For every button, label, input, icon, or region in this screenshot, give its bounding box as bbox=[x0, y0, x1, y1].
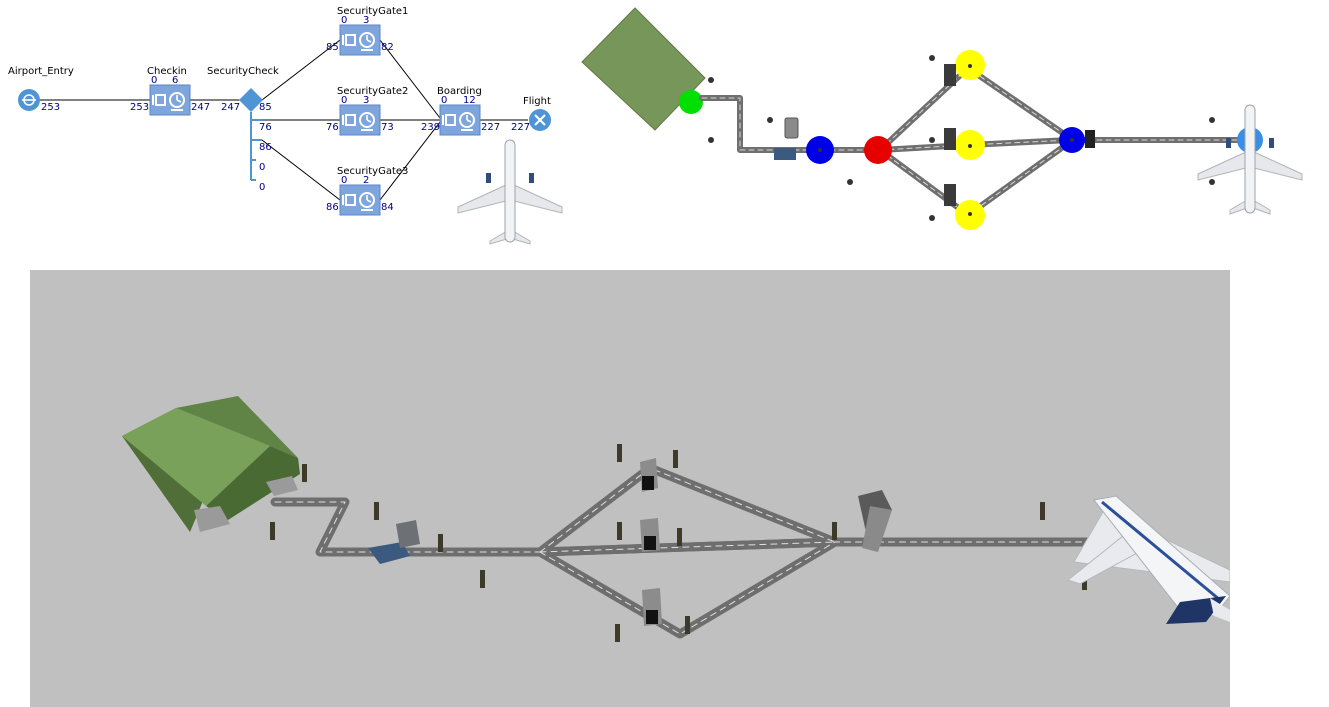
security-check-label: SecurityCheck bbox=[207, 66, 279, 77]
checkin-busy-count: 6 bbox=[172, 75, 178, 86]
security-gate3-queue-count: 0 bbox=[341, 175, 347, 186]
security-gate2-queue-count: 0 bbox=[341, 95, 347, 106]
scanner-3 bbox=[944, 184, 956, 206]
checkin-in-count: 253 bbox=[130, 102, 149, 113]
boarding-queue-count: 0 bbox=[441, 95, 447, 106]
scanner-3d bbox=[640, 458, 662, 626]
airplane-icon bbox=[1197, 104, 1303, 215]
checkin-block[interactable]: Checkin 0 6 253 247 bbox=[130, 66, 210, 116]
walkway-3d bbox=[270, 463, 1115, 639]
flight-block[interactable]: Flight 227 bbox=[511, 96, 551, 133]
service-clock-icon bbox=[339, 184, 381, 216]
security-gate1-label: SecurityGate1 bbox=[337, 6, 408, 17]
select-out-count-3: 86 bbox=[259, 142, 272, 153]
boarding-in-count: 239 bbox=[421, 122, 440, 133]
person-icon bbox=[708, 55, 1215, 221]
boarding-out-count: 227 bbox=[481, 122, 500, 133]
select-out-count-1: 85 bbox=[259, 102, 272, 113]
terminal-building bbox=[581, 7, 706, 131]
security-gate1-out-count: 82 bbox=[381, 42, 394, 53]
select-output-rail bbox=[250, 112, 262, 181]
scanner-2 bbox=[944, 128, 956, 150]
checkin-desk bbox=[774, 148, 796, 160]
security-check-in-count: 247 bbox=[221, 102, 240, 113]
security-gate1-busy-count: 3 bbox=[363, 15, 369, 26]
source-icon bbox=[18, 89, 40, 111]
security-gate3-label: SecurityGate3 bbox=[337, 166, 408, 177]
service-clock-icon bbox=[149, 84, 191, 116]
boarding-gate bbox=[1085, 130, 1095, 148]
security-gate1-block[interactable]: SecurityGate1 0 3 85 82 bbox=[326, 6, 408, 56]
flow-connectors bbox=[40, 39, 528, 201]
security-gate3-block[interactable]: SecurityGate3 0 2 86 84 bbox=[326, 166, 408, 216]
security-gate1-queue-count: 0 bbox=[341, 15, 347, 26]
boarding-block[interactable]: Boarding 0 12 239 227 bbox=[421, 86, 500, 136]
boarding-label: Boarding bbox=[437, 86, 482, 97]
security-check-node bbox=[864, 136, 892, 164]
scanner-1 bbox=[944, 64, 956, 86]
boarding-busy-count: 12 bbox=[463, 95, 476, 106]
process-flowchart: Airport_Entry 253 Checkin 0 6 253 247 Se… bbox=[8, 6, 563, 245]
entry-node bbox=[679, 90, 703, 114]
flight-label: Flight bbox=[523, 96, 551, 107]
service-clock-icon bbox=[439, 104, 481, 136]
service-clock-icon bbox=[339, 104, 381, 136]
airport-entry-out-count: 253 bbox=[41, 102, 60, 113]
sink-x-icon bbox=[529, 109, 551, 131]
checkin-kiosk bbox=[784, 117, 799, 139]
security-gate2-in-count: 76 bbox=[326, 122, 339, 133]
security-gate2-label: SecurityGate2 bbox=[337, 86, 408, 97]
select-out-count-5: 0 bbox=[259, 182, 265, 193]
boarding-gate-3d bbox=[858, 490, 892, 552]
checkin-queue-count: 0 bbox=[151, 75, 157, 86]
checkin-label: Checkin bbox=[147, 66, 187, 77]
terminal-building-3d bbox=[122, 396, 300, 532]
security-gate3-busy-count: 2 bbox=[363, 175, 369, 186]
security-gate1-in-count: 85 bbox=[326, 42, 339, 53]
person-icon bbox=[270, 444, 1087, 642]
select-out-count-2: 76 bbox=[259, 122, 272, 133]
airplane-icon bbox=[457, 139, 563, 245]
select-output-diamond-icon bbox=[239, 88, 263, 112]
security-check-block[interactable]: SecurityCheck 247 85 76 86 0 0 bbox=[207, 66, 279, 193]
checkin-desk-3d bbox=[368, 542, 410, 564]
airport-entry-label: Airport_Entry bbox=[8, 66, 74, 77]
flight-in-count: 227 bbox=[511, 122, 530, 133]
security-gate2-busy-count: 3 bbox=[363, 95, 369, 106]
select-out-count-4: 0 bbox=[259, 162, 265, 173]
animation-2d-view bbox=[581, 7, 1303, 230]
animation-3d-view[interactable] bbox=[30, 270, 1230, 707]
security-gate2-block[interactable]: SecurityGate2 0 3 76 73 bbox=[326, 86, 408, 136]
airplane-3d bbox=[1066, 495, 1230, 624]
security-gate3-out-count: 84 bbox=[381, 202, 394, 213]
checkin-kiosk-3d bbox=[396, 520, 420, 548]
service-clock-icon bbox=[339, 24, 381, 56]
checkin-out-count: 247 bbox=[191, 102, 210, 113]
security-gate3-in-count: 86 bbox=[326, 202, 339, 213]
security-gate2-out-count: 73 bbox=[381, 122, 394, 133]
airport-entry-block[interactable]: Airport_Entry 253 bbox=[8, 66, 74, 113]
